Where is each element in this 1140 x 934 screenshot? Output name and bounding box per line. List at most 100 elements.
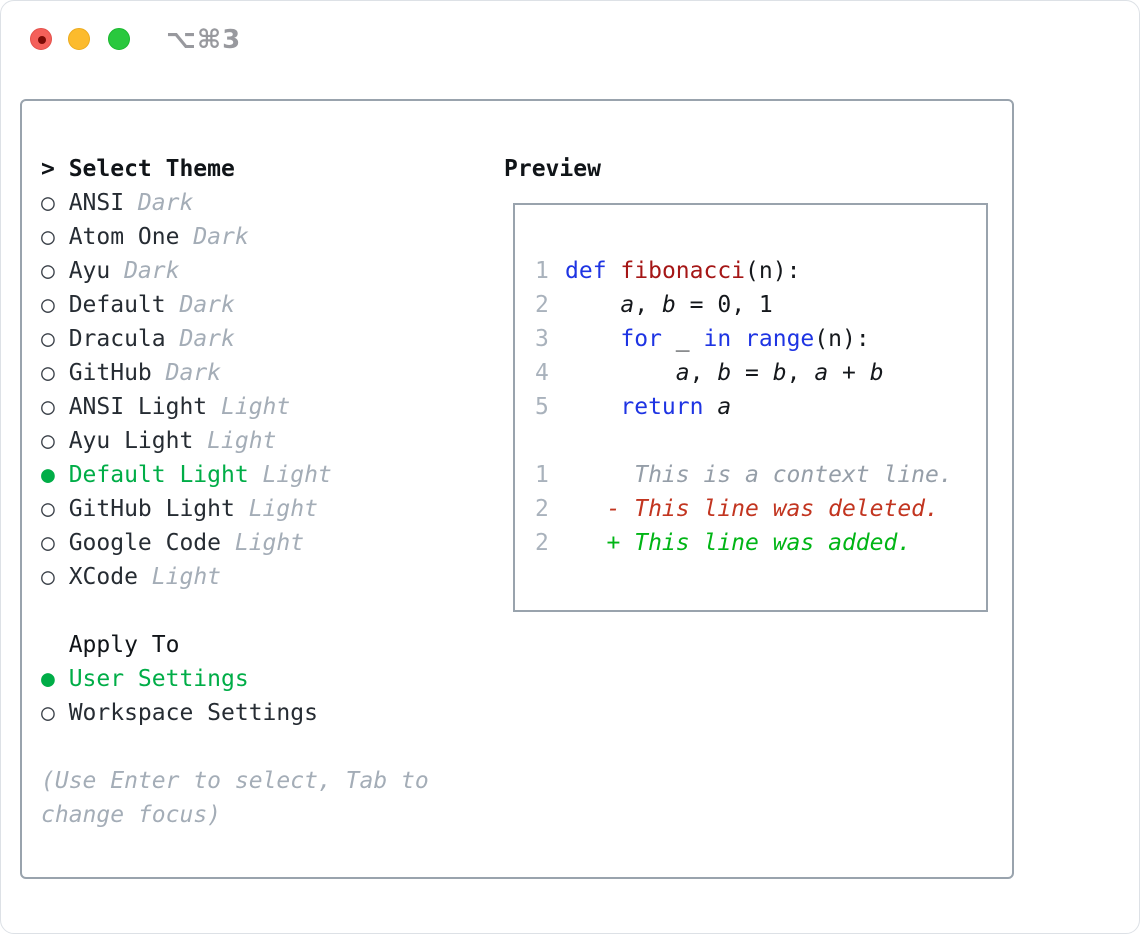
- window-title: ⌥⌘3: [166, 25, 242, 55]
- code-line: 3 for _ in range(n):: [535, 322, 986, 356]
- radio-icon: ○: [41, 326, 55, 352]
- code-token: [565, 326, 620, 352]
- apply-option-label: Workspace Settings: [68, 700, 318, 726]
- theme-option-ansi-light[interactable]: ○ ANSI Light Light: [41, 390, 491, 424]
- theme-name: Default: [68, 292, 166, 318]
- radio-icon: ○: [41, 530, 55, 556]
- code-token: b: [869, 360, 884, 386]
- theme-variant: Light: [151, 564, 222, 590]
- line-number: 4: [535, 360, 549, 386]
- radio-icon: ○: [41, 190, 55, 216]
- minimize-circle-icon[interactable]: [68, 28, 90, 50]
- theme-variant: Dark: [124, 258, 180, 284]
- code-token: for: [620, 326, 662, 352]
- close-circle-icon[interactable]: [30, 28, 52, 50]
- radio-icon: ○: [41, 496, 55, 522]
- theme-name: XCode: [68, 564, 138, 590]
- code-token: [607, 258, 621, 284]
- theme-name: Google Code: [68, 530, 222, 556]
- apply-option-label: User Settings: [68, 666, 249, 692]
- code-token: in: [703, 326, 732, 352]
- code-token: b: [661, 292, 676, 318]
- code-token: def: [565, 258, 607, 284]
- code-line: 5 return a: [535, 390, 986, 424]
- title-bar: ⌥⌘3: [1, 1, 1139, 77]
- theme-variant: Dark: [193, 224, 249, 250]
- code-token: a: [717, 394, 732, 420]
- blank-line: [535, 424, 986, 458]
- code-token: [565, 292, 620, 318]
- radio-icon: ○: [41, 258, 55, 284]
- apply-option-workspace-settings[interactable]: ○ Workspace Settings: [41, 696, 491, 730]
- apply-to-header: Apply To: [68, 632, 180, 658]
- theme-option-xcode-light[interactable]: ○ XCode Light: [41, 560, 491, 594]
- theme-variant: Dark: [165, 360, 222, 386]
- code-token: ,: [786, 360, 815, 386]
- code-token: a: [814, 360, 829, 386]
- select-theme-header: > Select Theme: [41, 152, 491, 186]
- prompt-icon: >: [41, 156, 55, 182]
- code-token: +: [828, 360, 870, 386]
- code-token: [565, 394, 620, 420]
- code-token: = 0, 1: [675, 292, 773, 318]
- apply-option-user-settings[interactable]: ● User Settings: [41, 662, 491, 696]
- theme-name: ANSI Light: [68, 394, 208, 420]
- select-theme-title: Select Theme: [68, 156, 235, 182]
- theme-variant: Light: [221, 394, 291, 420]
- theme-name: Default Light: [68, 462, 249, 488]
- preview-pane: 1 def fibonacci(n): 2 a, b = 0, 1 3 for _…: [513, 203, 988, 612]
- theme-name: ANSI: [68, 190, 125, 216]
- diff-text: + This line was added.: [565, 530, 912, 556]
- hint-line-2: change focus): [41, 802, 222, 828]
- theme-option-github-light[interactable]: ○ GitHub Light Light: [41, 492, 491, 526]
- line-number: 2: [535, 292, 549, 318]
- theme-variant: Light: [207, 428, 277, 454]
- unsaved-dot-icon: [38, 36, 46, 44]
- code-token: ,: [634, 292, 662, 318]
- theme-option-ayu-dark[interactable]: ○ Ayu Dark: [41, 254, 491, 288]
- zoom-circle-icon[interactable]: [108, 28, 130, 50]
- line-number: 3: [535, 326, 549, 352]
- radio-icon: ○: [41, 700, 55, 726]
- code-token: return: [620, 394, 704, 420]
- radio-icon: ○: [41, 428, 55, 454]
- spacer-row: [41, 594, 491, 628]
- radio-icon: ○: [41, 564, 55, 590]
- line-number: 1: [535, 258, 549, 284]
- theme-name: Ayu Light: [68, 428, 194, 454]
- theme-variant: Light: [262, 462, 332, 488]
- code-token: (n):: [745, 258, 801, 284]
- code-token: b: [717, 360, 732, 386]
- theme-variant: Light: [248, 496, 318, 522]
- code-token: fibonacci: [620, 258, 746, 284]
- radio-icon: ○: [41, 394, 55, 420]
- theme-option-ayu-light[interactable]: ○ Ayu Light Light: [41, 424, 491, 458]
- line-number: 2: [535, 496, 549, 522]
- theme-name: Ayu: [68, 258, 111, 284]
- theme-name: Dracula: [68, 326, 166, 352]
- diff-text: - This line was deleted.: [565, 496, 939, 522]
- radio-selected-icon: ●: [41, 666, 55, 692]
- code-token: range: [745, 326, 815, 352]
- diff-context-line: 1 This is a context line.: [535, 458, 986, 492]
- theme-variant: Dark: [137, 190, 194, 216]
- code-token: [731, 326, 745, 352]
- preview-title: Preview: [504, 156, 601, 182]
- line-number: 5: [535, 394, 549, 420]
- diff-added-line: 2 + This line was added.: [535, 526, 986, 560]
- code-token: b: [772, 360, 787, 386]
- code-token: _: [661, 326, 704, 352]
- line-number: 2: [535, 530, 549, 556]
- code-line: 2 a, b = 0, 1: [535, 288, 986, 322]
- theme-option-ansi-dark[interactable]: ○ ANSI Dark: [41, 186, 491, 220]
- theme-name: GitHub Light: [68, 496, 235, 522]
